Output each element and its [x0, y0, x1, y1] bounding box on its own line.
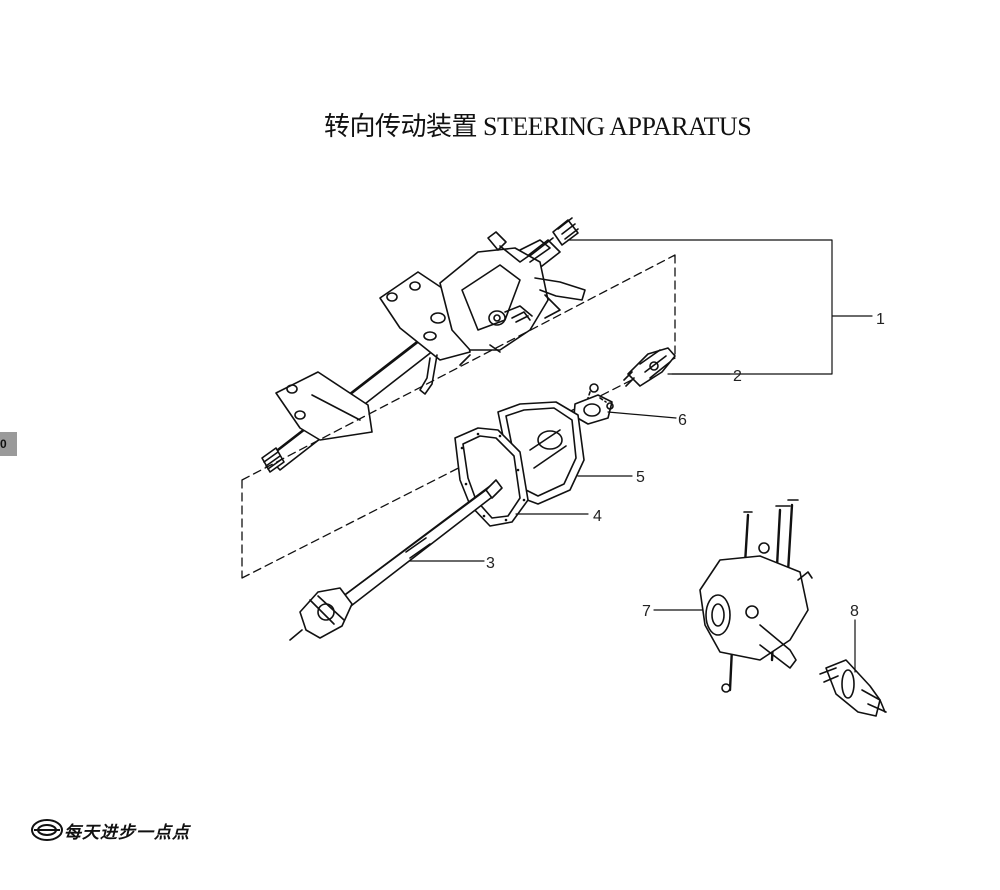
universal-joint-part-2	[623, 347, 676, 387]
page-number-tab: 0	[0, 432, 17, 456]
callout-7: 7	[642, 603, 651, 620]
flange-plate-part-6	[573, 383, 614, 425]
callout-3: 3	[486, 555, 495, 572]
callout-8: 8	[850, 603, 859, 620]
callout-5: 5	[636, 469, 645, 486]
callout-4: 4	[593, 508, 602, 525]
steering-gear-housing-part-7	[699, 499, 813, 693]
brand-logo-icon	[31, 819, 63, 841]
callout-6: 6	[678, 412, 687, 429]
leader-line-1	[567, 239, 873, 375]
leader-line-6	[607, 411, 677, 419]
steering-column-assembly	[261, 217, 586, 473]
page-title: 转向传动装置 STEERING APPARATUS	[324, 112, 752, 141]
callout-2: 2	[733, 368, 742, 385]
lower-coupling-part-8	[819, 659, 887, 717]
footer-slogan: 每天进步一点点	[64, 823, 190, 843]
callout-1: 1	[876, 311, 885, 328]
intermediate-shaft-part-3	[289, 479, 503, 641]
